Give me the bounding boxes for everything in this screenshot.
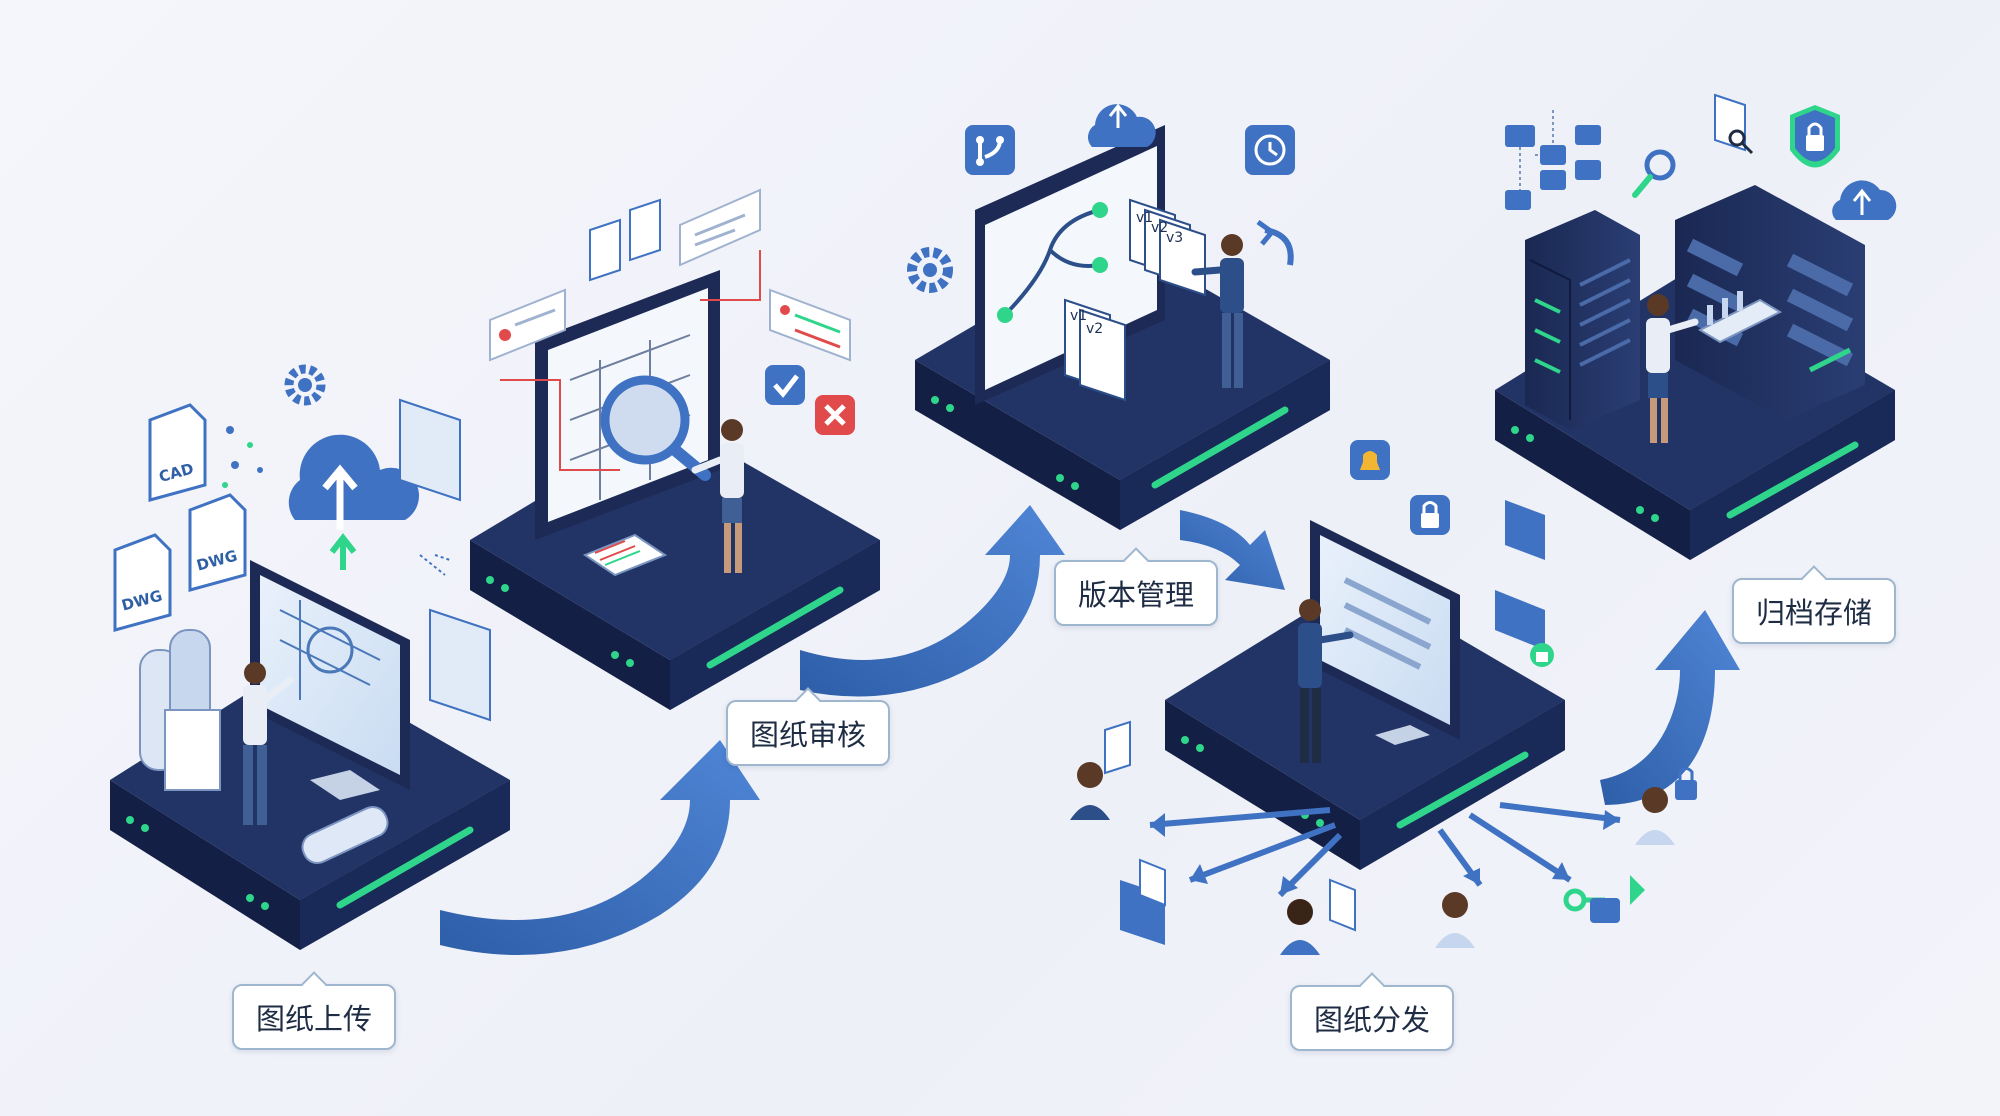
particle-dots [222,426,263,488]
svg-text:v1: v1 [1070,308,1087,324]
document-icons-top [589,198,661,282]
stage-label-version: 版本管理 [1054,560,1219,626]
stage-label-archive: 归档存储 [1732,578,1897,644]
key-lock-icon [1563,875,1645,923]
reject-x-icon [815,395,855,435]
svg-text:v3: v3 [1166,230,1183,246]
cloud-upload-icon-2 [1832,180,1897,220]
archive-person [1646,294,1699,443]
history-clock-icon [1245,125,1295,175]
recipient-person-icon-2 [1280,878,1356,955]
approve-check-icon [765,365,805,405]
review-person [691,419,744,573]
undo-arrow-icon [1256,219,1294,266]
version-doc-stack-left: v1 v2 [1064,298,1126,402]
stage-version: v1 v2 v1 v2 v3 [907,103,1330,530]
server-rack-left [1525,210,1640,430]
flow-arrow-4 [1600,610,1740,805]
platform-distribute [1165,580,1565,870]
recipient-person-icon-3 [1435,892,1475,948]
folder-tree-icon [1505,110,1601,210]
branch-icon [965,125,1015,175]
upload-monitor [250,560,410,800]
gear-icon [284,364,326,406]
recipient-person-icon-1 [1070,720,1131,820]
comment-bubble-icon-2 [679,188,761,267]
checklist-card-icon [769,288,851,362]
search-magnifier-icon [1632,149,1676,198]
version-person [1191,234,1244,388]
upload-person [243,662,294,825]
svg-text:v2: v2 [1151,220,1168,236]
blueprint-rolls-icon [139,629,389,865]
svg-text:v2: v2 [1086,321,1103,337]
lock-icon-top [1410,495,1450,535]
svg-text:v1: v1 [1136,210,1153,226]
document-stack-icon [582,533,668,577]
stage-label-review: 图纸审核 [726,700,891,766]
cloud-icon [1087,103,1156,147]
stage-upload: CAD DWG DWG [110,364,510,950]
shield-lock-icon [1790,105,1840,168]
flow-arrow-2 [800,505,1065,697]
distribute-monitor [1310,520,1460,745]
version-doc-stack-right: v1 v2 v3 [1129,198,1206,297]
stage-label-upload: 图纸上传 [232,984,397,1050]
dwg-file-icon-2: DWG [113,533,172,632]
distribute-person [1298,599,1354,763]
distribution-arrows [1149,802,1621,898]
cad-file-icon: CAD [148,403,207,502]
stage-archive [1495,93,1897,560]
flow-arrow-1 [440,740,760,955]
comment-bubble-icon-1 [489,288,566,362]
gear-icon-2 [907,247,953,293]
open-drawer-icon [1697,291,1783,344]
cloud-upload-icon [288,434,420,570]
stage-label-distribute: 图纸分发 [1290,985,1455,1051]
recipient-person-icon-4 [1635,767,1697,845]
bell-notification-icon [1350,440,1390,480]
stage-review [470,188,880,710]
recipient-folder-icon [1120,858,1166,945]
stage-distribute [1070,440,1697,955]
flow-arrow-3 [1180,510,1285,590]
blueprint-document-icon [399,398,491,722]
document-search-icon [1714,93,1754,155]
dwg-file-icon-1: DWG [188,493,247,592]
locked-folder-icon [1495,500,1554,667]
